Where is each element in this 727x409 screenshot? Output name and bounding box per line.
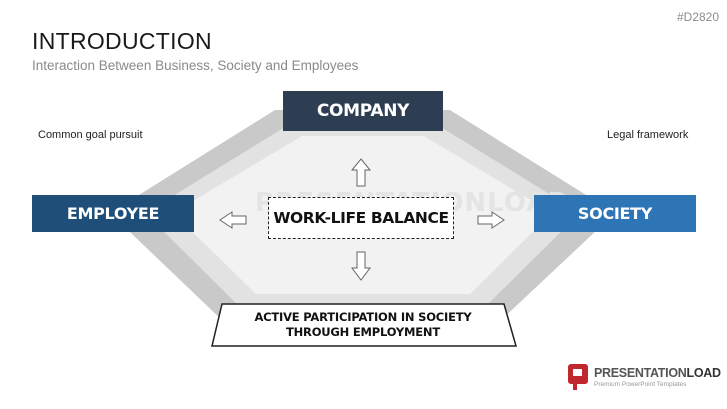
employee-box: EMPLOYEE [32,195,194,232]
note-common-goal: Common goal pursuit [38,129,143,141]
note-legal-framework: Legal framework [607,129,689,141]
active-participation-label: ACTIVE PARTICIPATION IN SOCIETY THROUGH … [254,310,472,339]
company-box: COMPANY [283,91,443,131]
slide-subtitle: Interaction Between Business, Society an… [32,58,359,73]
arrow-left-icon [219,211,247,229]
arrow-up-icon [350,158,372,187]
society-box: SOCIETY [534,195,696,232]
logo-brand-prefix: PRESENTATION [594,366,687,380]
presentationload-logo: PRESENTATIONLOAD Premium PowerPoint Temp… [568,364,721,396]
arrow-right-icon [477,211,505,229]
logo-wordmark: PRESENTATIONLOAD [594,366,721,380]
work-life-balance-label: WORK-LIFE BALANCE [268,197,454,239]
logo-brand-suffix: LOAD [686,366,721,380]
arrow-down-icon [351,251,371,281]
slide-title: INTRODUCTION [32,28,212,54]
bottom-trapezoid [211,303,517,347]
slide-code: #D2820 [676,10,719,24]
logo-tagline: Premium PowerPoint Templates [594,381,687,388]
logo-mark-icon [568,364,588,390]
